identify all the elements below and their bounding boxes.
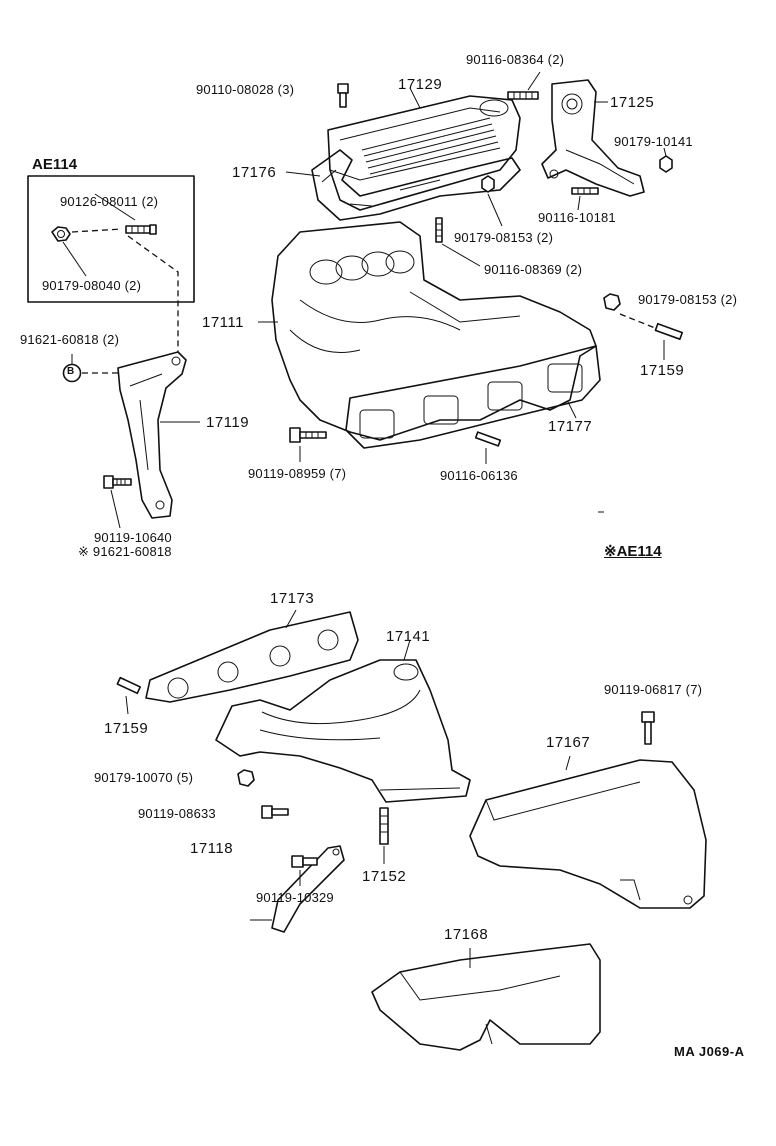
inset-nut-icon [51,226,71,242]
label-17111: 17111 [202,314,244,331]
exhaust-manifold-17141-shape [215,659,471,803]
label-90119-10329: 90119-10329 [256,890,334,905]
intake-manifold-17111-shape [271,221,597,441]
screw-90110-08028-icon [337,83,349,108]
label-17125: 17125 [610,94,655,111]
nut-90179-10070-icon [237,769,255,787]
bracket-17125-shape [541,79,645,197]
label-90179-10141: 90179-10141 [614,134,693,149]
label-17129: 17129 [398,76,443,93]
heat-insulator-17167-shape [469,759,707,909]
stud-17152-icon [379,807,389,845]
nut-90179-08153-a-icon [481,175,495,193]
label-17119: 17119 [206,414,250,431]
inset-bolt-icon [125,224,157,235]
gasket-17177-shape [345,345,601,449]
label-17159-b: 17159 [104,720,149,737]
label-90116-08369: 90116-08369 (2) [484,262,583,277]
label-17167: 17167 [546,734,591,751]
label-90119-08959: 90119-08959 (7) [248,466,347,481]
stud-90116-06136-icon [474,431,502,447]
label-17168: 17168 [444,926,489,943]
nut-90179-08153-b-icon [603,293,621,311]
stud-90116-08364-icon [507,91,539,100]
gasket-17173-shape [145,611,359,703]
bolt-90119-08959-icon [289,427,327,443]
stud-17159-b-icon [116,676,142,695]
plenum-17129-shape [327,95,521,211]
bracket-17118-shape [271,845,345,933]
stud-90116-08369-icon [435,217,443,243]
footer-drawing-code: MA J069-A [674,1044,745,1059]
gasket-17176-shape [311,149,521,221]
ae114-inset-box [27,175,195,303]
bracket-17119-shape [117,351,187,519]
label-90179-08153-a: 90179-08153 (2) [454,230,554,245]
label-90110-08028: 90110-08028 (3) [196,82,295,97]
label-17159-a: 17159 [640,362,685,379]
heat-insulator-17168-shape [371,943,601,1051]
label-17141: 17141 [386,628,431,645]
label-17176: 17176 [232,164,277,181]
b-marker-letter: B [67,366,75,377]
stud-90116-10181-icon [571,187,599,195]
label-90179-08040: 90179-08040 (2) [42,278,142,293]
ae114-note: ※AE114 [604,543,662,560]
inset-title-ae114: AE114 [32,156,78,173]
nut-90179-10141-icon [659,155,673,173]
bolt-90119-10329-icon [291,855,318,868]
b-washer-marker [62,363,82,383]
bolt-90119-08633-icon [261,805,289,819]
label-90119-06817: 90119-06817 (7) [604,682,703,697]
label-90179-08153-b: 90179-08153 (2) [638,292,738,307]
label-17173: 17173 [270,590,315,607]
label-90126-08011: 90126-08011 (2) [60,194,159,209]
label-90116-08364: 90116-08364 (2) [466,52,565,67]
stud-17159-a-icon [654,322,684,341]
label-90119-08633: 90119-08633 [138,806,216,821]
label-90179-10070: 90179-10070 (5) [94,770,194,785]
label-91621-60818-a: 91621-60818 (2) [20,332,120,347]
label-91621-60818-b: ※ 91621-60818 [78,544,172,559]
label-90116-10181: 90116-10181 [538,210,616,225]
label-90119-10640: 90119-10640 [94,530,172,545]
bolt-90119-10640-icon [103,475,132,489]
bolt-90119-06817-icon [641,711,655,745]
label-17118: 17118 [190,840,234,857]
label-90116-06136: 90116-06136 [440,468,518,483]
label-17152: 17152 [362,868,407,885]
label-17177: 17177 [548,418,593,435]
